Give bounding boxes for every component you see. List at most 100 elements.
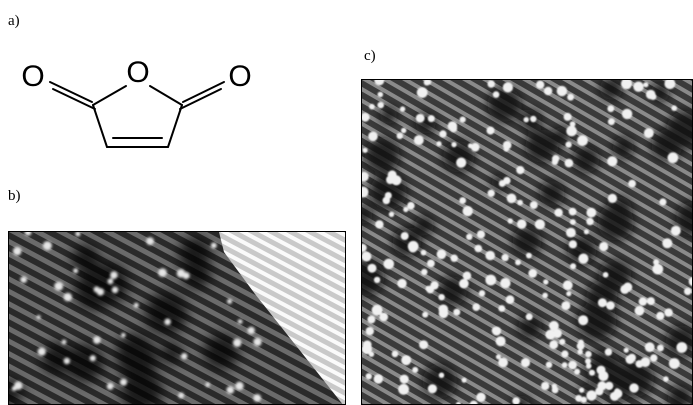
- stm-c-adsorbate: [578, 315, 589, 326]
- stm-c-adsorbate: [476, 392, 486, 402]
- stm-c-adsorbate: [427, 259, 435, 268]
- stm-c-adsorbate: [478, 290, 486, 297]
- stm-c-adsorbate: [663, 376, 669, 382]
- stm-c-adsorbate: [664, 80, 676, 90]
- stm-c-adsorbate: [506, 193, 517, 204]
- stm-c-adsorbate: [559, 338, 566, 345]
- stm-c-adsorbate: [474, 244, 483, 253]
- stm-c-adsorbate: [621, 108, 633, 120]
- stm-c-dark-patch: [616, 359, 655, 398]
- stm-c-adsorbate: [607, 193, 617, 203]
- stm-c-adsorbate: [656, 344, 664, 352]
- stm-c-adsorbate: [456, 158, 465, 168]
- stm-c-adsorbate: [580, 396, 587, 403]
- stm-c-adsorbate: [561, 362, 568, 368]
- stm-c-adsorbate: [607, 105, 615, 113]
- stm-b-adsorbate: [93, 336, 101, 344]
- stm-c-adsorbate: [449, 124, 458, 133]
- stm-b-adsorbate: [54, 281, 64, 291]
- panel-label-b: b): [8, 188, 21, 204]
- stm-c-adsorbate: [495, 336, 506, 347]
- stm-b-dark-patch: [41, 342, 74, 376]
- stm-c-adsorbate: [498, 357, 508, 368]
- stm-c-adsorbate: [565, 141, 572, 148]
- stm-c-adsorbate: [367, 263, 377, 273]
- molecule-structure: O O O: [21, 56, 252, 148]
- stm-c-adsorbate: [670, 225, 681, 236]
- stm-c-adsorbate: [556, 85, 568, 97]
- stm-c-adsorbate: [503, 176, 511, 185]
- stm-b-dark-patch: [65, 343, 104, 382]
- stm-c-adsorbate: [549, 340, 559, 350]
- stm-c-adsorbate: [525, 313, 533, 321]
- stm-c-adsorbate: [377, 91, 384, 98]
- bond-c2-o-b: [52, 88, 96, 110]
- stm-c-adsorbate: [371, 304, 383, 316]
- stm-c-adsorbate: [391, 350, 399, 358]
- stm-c-adsorbate: [438, 308, 449, 319]
- stm-b-adsorbate: [205, 382, 210, 387]
- stm-c-adsorbate: [597, 381, 607, 391]
- stm-b-adsorbate: [181, 353, 188, 360]
- stm-c-adsorbate: [412, 366, 419, 373]
- stm-b-adsorbate: [237, 319, 243, 324]
- stm-c-adsorbate: [515, 259, 521, 266]
- bond-o-c2: [92, 85, 127, 106]
- stm-c-adsorbate: [495, 354, 502, 360]
- stm-b-dark-patch: [86, 262, 129, 305]
- stm-c-adsorbate: [459, 116, 466, 123]
- stm-c-adsorbate: [628, 179, 636, 188]
- stm-c-adsorbate: [507, 218, 513, 224]
- stm-c-adsorbate: [545, 361, 553, 369]
- stm-c-adsorbate: [403, 206, 409, 213]
- stm-c-adsorbate: [549, 320, 559, 331]
- stm-c-adsorbate: [485, 250, 495, 261]
- stm-c-adsorbate: [589, 369, 595, 376]
- stm-c-dark-patch: [362, 205, 374, 224]
- stm-b-dark-patch: [161, 342, 183, 365]
- stm-c-adsorbate: [646, 297, 655, 306]
- stm-c-dark-patch: [597, 204, 634, 241]
- stm-b-adsorbate: [89, 355, 96, 362]
- stm-c-adsorbate: [577, 349, 583, 355]
- stm-c-adsorbate: [362, 186, 369, 198]
- stm-c-adsorbate: [621, 80, 632, 90]
- stm-b-adsorbate: [61, 339, 67, 345]
- stm-c-adsorbate: [427, 384, 437, 394]
- stm-c-adsorbate: [365, 326, 374, 336]
- stm-c-adsorbate: [614, 388, 620, 394]
- stm-c-adsorbate: [398, 383, 409, 395]
- stm-c-dark-patch: [517, 314, 543, 340]
- stm-c-adsorbate: [472, 303, 480, 311]
- stm-b-adsorbate: [63, 292, 72, 302]
- stm-c-adsorbate: [470, 142, 480, 152]
- stm-b-adsorbate: [226, 386, 235, 394]
- stm-c-adsorbate: [436, 141, 442, 147]
- stm-c-dark-patch: [442, 140, 475, 173]
- stm-b-adsorbate: [232, 338, 242, 348]
- stm-c-adsorbate: [566, 291, 572, 297]
- stm-c-dark-patch: [577, 301, 617, 341]
- stm-c-adsorbate: [643, 82, 649, 88]
- stm-c-dark-patch: [667, 385, 692, 404]
- stm-b-adsorbate: [121, 332, 126, 338]
- stm-c-adsorbate: [516, 166, 525, 175]
- stm-c-adsorbate: [459, 278, 469, 289]
- stm-c-adsorbate: [543, 279, 549, 285]
- stm-b-adsorbates: [11, 232, 262, 402]
- atom-o-ring: O: [126, 56, 149, 89]
- stm-c-dark-patch: [539, 180, 565, 207]
- stm-c-adsorbate: [653, 259, 660, 266]
- stm-b-adsorbate: [253, 337, 262, 347]
- stm-c-adsorbate: [551, 383, 557, 390]
- stm-c-adsorbate: [570, 219, 576, 225]
- stm-c-adsorbate: [450, 254, 458, 262]
- molecule-bonds: [49, 81, 225, 148]
- stm-c-adsorbate: [362, 251, 372, 262]
- stm-c-adsorbate: [583, 229, 589, 235]
- stm-c-adsorbate: [562, 280, 573, 291]
- stm-c-adsorbate: [529, 201, 538, 210]
- stm-c-adsorbate: [569, 121, 576, 127]
- stm-c-adsorbate: [554, 208, 563, 217]
- stm-c-adsorbate: [485, 274, 497, 286]
